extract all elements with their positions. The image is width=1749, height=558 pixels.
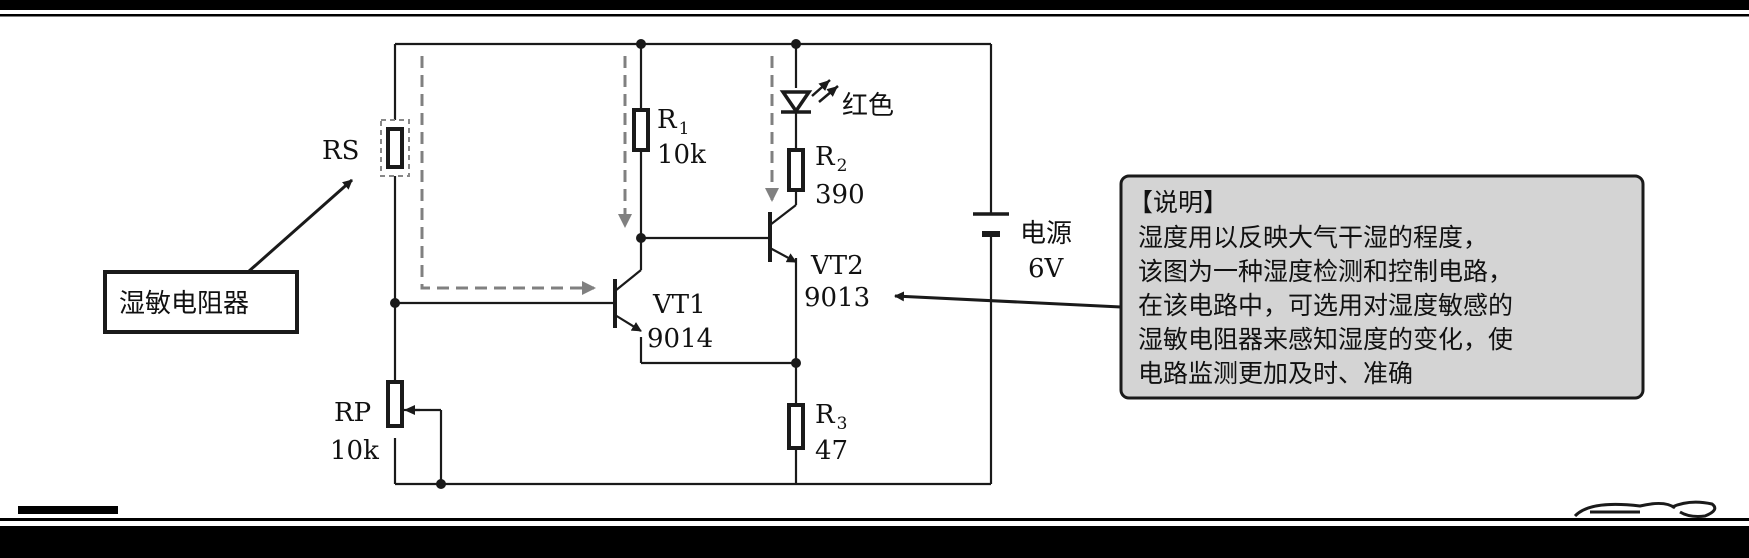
vt2-collector [769,204,797,226]
vt2-label: VT2 [810,251,864,281]
rs-sensor: RS [322,119,410,177]
vt1-transistor: VT1 9014 [613,269,713,354]
vt2-emitter [769,247,797,263]
bottom-bar [0,526,1749,558]
vt2-transistor: VT2 9013 [768,204,870,313]
junction-top-led [791,39,801,49]
r1-body [632,108,650,152]
note-line-2: 该图为一种湿度检测和控制电路， [1138,257,1513,286]
note-line-4: 湿敏电阻器来感知湿度的变化，使 [1138,325,1513,354]
rp-potentiometer: RP 10k [330,380,420,466]
top-rule [0,14,1749,17]
rs-label: RS [322,136,359,166]
rp-label: RP [334,398,371,428]
sensor-callout: 湿敏电阻器 [103,178,353,334]
sensor-callout-arrow [247,178,353,274]
note-callout: 【说明】 湿度用以反映大气干湿的程度， 该图为一种湿度检测和控制电路， 在该电路… [894,174,1645,400]
bottom-left-dash [18,506,118,514]
power-label: 电源 [1020,219,1072,249]
vt2-model: 9013 [804,283,870,313]
r3-body [787,403,805,450]
sensor-callout-box [103,270,299,334]
rp-value: 10k [330,436,379,466]
bottom-right-block [1550,544,1749,558]
power-source: 电源 6V [973,212,1072,284]
junction-dots [390,39,801,489]
led-triangle [779,90,813,115]
led-light-ray-2 [818,85,839,103]
wiring [393,42,993,486]
r3-value: 47 [815,436,848,466]
rp-body [386,380,404,428]
decorative-scroll [1573,500,1717,518]
led-label: 红色 [842,91,894,121]
bottom-rule [0,518,1749,521]
vt1-emitter [614,314,642,332]
vt1-collector [614,269,642,292]
vt1-label: VT1 [652,290,706,320]
r2-value: 390 [815,180,865,210]
current-path-rs [420,56,596,295]
current-paths [420,56,779,295]
vt1-model: 9014 [647,324,713,354]
r2-body [787,148,805,192]
junction-vt1-emitter [791,358,801,368]
r1-value: 10k [657,140,706,170]
note-title: 【说明】 [1128,188,1228,217]
top-bar [0,0,1749,10]
note-line-3: 在该电路中，可选用对湿度敏感的 [1138,291,1513,320]
junction-vt1-base [390,298,400,308]
rs-body [386,127,404,169]
sensor-callout-text: 湿敏电阻器 [119,289,249,319]
junction-vt1-collector [636,233,646,243]
led-light-ray-1 [811,79,831,97]
junction-top-r1 [636,39,646,49]
note-arrow [894,291,1122,309]
note-line-1: 湿度用以反映大气干湿的程度， [1138,223,1488,252]
led: 红色 [779,79,894,121]
note-line-5: 电路监测更加及时、准确 [1138,359,1413,388]
rs-outline [380,119,410,177]
power-value: 6V [1028,254,1065,284]
note-box [1119,174,1645,400]
junction-rp-wiper [436,479,446,489]
